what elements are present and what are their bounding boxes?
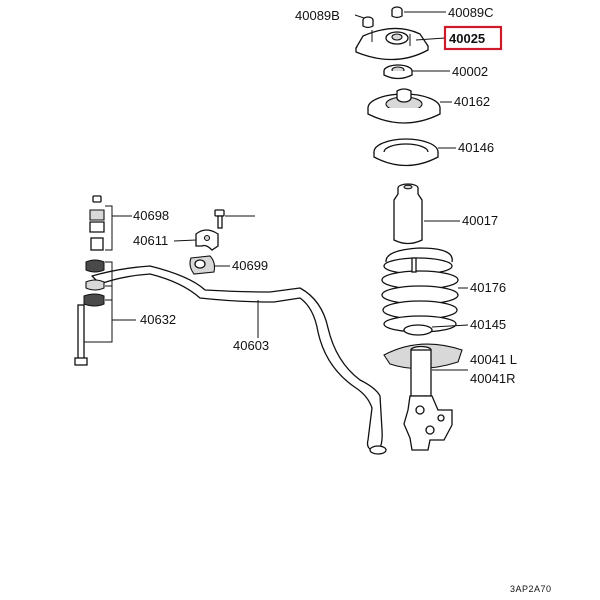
label-40698[interactable]: 40698 [133, 208, 169, 223]
label-40611[interactable]: 40611 [133, 233, 168, 248]
label-40145[interactable]: 40145 [470, 317, 506, 332]
lower-pad-40145-drawing[interactable] [403, 324, 433, 336]
label-40176[interactable]: 40176 [470, 280, 506, 295]
nut-40089c-drawing[interactable] [391, 6, 403, 19]
nut-40089b-drawing[interactable] [362, 16, 374, 29]
bushing-40699-drawing[interactable] [189, 255, 216, 275]
label-40041r[interactable]: 40041R [470, 371, 516, 386]
label-40002[interactable]: 40002 [452, 64, 488, 79]
label-40017[interactable]: 40017 [462, 213, 498, 228]
stabilizer-link-40632-drawing[interactable] [74, 195, 105, 366]
spring-pad-40146-drawing[interactable] [373, 138, 439, 167]
bolt-40698-drawing[interactable] [214, 209, 225, 229]
label-40603[interactable]: 40603 [233, 338, 269, 353]
label-40699[interactable]: 40699 [232, 258, 268, 273]
spring-seat-40162-drawing[interactable] [367, 88, 441, 124]
label-40146[interactable]: 40146 [458, 140, 494, 155]
stabilizer-bar-40603-drawing[interactable] [91, 265, 387, 455]
leader-lines [84, 11, 469, 371]
strut-mount-40025-drawing[interactable] [355, 27, 429, 61]
label-40089b[interactable]: 40089B [295, 8, 340, 23]
highlight-box [443, 25, 503, 51]
dust-boot-40017-drawing[interactable] [393, 183, 423, 245]
coil-spring-40176-drawing[interactable] [381, 247, 459, 333]
bearing-40002-drawing[interactable] [383, 64, 413, 80]
label-40632[interactable]: 40632 [140, 312, 176, 327]
bracket-40611-drawing[interactable] [195, 229, 219, 251]
label-40162[interactable]: 40162 [454, 94, 490, 109]
strut-assembly-40041-drawing[interactable] [383, 343, 463, 451]
diagram-code: 3AP2A70 [510, 584, 552, 594]
label-40025[interactable]: 40025 [449, 31, 485, 46]
label-40089c[interactable]: 40089C [448, 5, 494, 20]
label-40041l[interactable]: 40041 L [470, 352, 517, 367]
